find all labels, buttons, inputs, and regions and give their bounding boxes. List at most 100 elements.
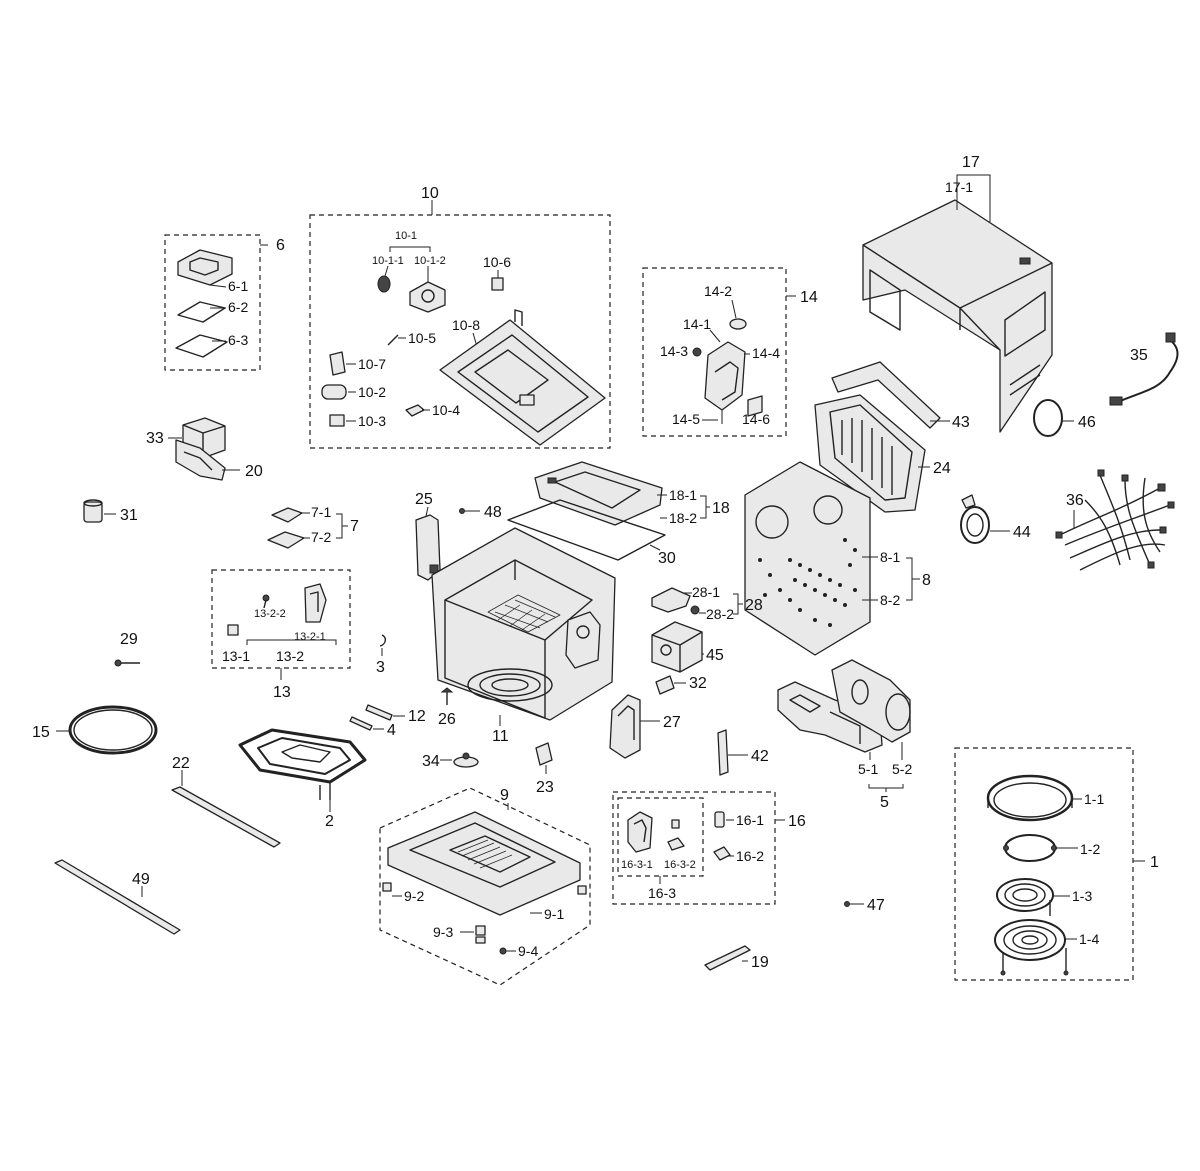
- part-25: [415, 506, 441, 581]
- part-35: [1109, 332, 1179, 406]
- label-10-4: 10-4: [432, 402, 460, 418]
- label-18-2: 18-2: [669, 510, 697, 526]
- part-9-3b: [475, 936, 486, 944]
- group-6: 6 6-1 6-2 6-3: [164, 234, 285, 371]
- part-1-3: [996, 878, 1070, 916]
- label-10-8: 10-8: [452, 317, 480, 333]
- label-14-3: 14-3: [660, 343, 688, 359]
- label-13-2-1: 13-2-1: [294, 631, 326, 643]
- part-19: [704, 945, 751, 971]
- part-6-1: [177, 249, 233, 288]
- part-9-4: [499, 947, 516, 955]
- label-10-5: 10-5: [408, 330, 436, 346]
- label-10-2: 10-2: [358, 384, 386, 400]
- part-11: [431, 527, 616, 726]
- part-16-3-1: [627, 811, 653, 853]
- part-43: [831, 361, 950, 429]
- part-1-2: [1003, 834, 1078, 862]
- label-17-1: 17-1: [945, 179, 973, 195]
- part-20: [175, 439, 240, 481]
- label-3: 3: [376, 659, 385, 676]
- label-6-3: 6-3: [228, 332, 248, 348]
- label-22: 22: [172, 755, 190, 772]
- label-10-1-2: 10-1-2: [414, 255, 446, 267]
- label-28-2: 28-2: [706, 606, 734, 622]
- label-24: 24: [933, 460, 951, 477]
- label-26: 26: [438, 711, 456, 728]
- part-14-3: [692, 347, 702, 357]
- part-22: [171, 770, 281, 848]
- label-16-1: 16-1: [736, 812, 764, 828]
- label-6-2: 6-2: [228, 299, 248, 315]
- part-1-4: [994, 919, 1077, 976]
- part-15: [56, 705, 158, 755]
- label-9-3: 9-3: [433, 924, 453, 940]
- part-13-2-2: [262, 594, 270, 609]
- group-9: 9 9-1 9-2 9-3 9-4: [379, 787, 591, 986]
- label-18-1: 18-1: [669, 487, 697, 503]
- part-9-3: [460, 925, 486, 936]
- part-17: [862, 174, 1053, 433]
- group-13: 13-2-2 13-2-1 13-1 13-2: [211, 569, 351, 680]
- part-10-4: [405, 404, 430, 417]
- label-27: 27: [663, 714, 681, 731]
- label-9: 9: [500, 787, 509, 804]
- label-13: 13: [273, 684, 291, 701]
- label-42: 42: [751, 748, 769, 765]
- label-28-1: 28-1: [692, 584, 720, 600]
- label-9-4: 9-4: [518, 943, 538, 959]
- part-1-1: [986, 774, 1082, 822]
- part-16-1: [714, 811, 734, 828]
- label-14-6: 14-6: [742, 411, 770, 427]
- label-14-5: 14-5: [672, 411, 700, 427]
- label-7-2: 7-2: [311, 529, 331, 545]
- label-47: 47: [867, 897, 885, 914]
- label-10-1: 10-1: [395, 230, 417, 242]
- part-6-3: [175, 334, 228, 358]
- label-4: 4: [387, 722, 396, 739]
- part-9-foot: [577, 885, 587, 895]
- label-8-1: 8-1: [880, 549, 900, 565]
- part-23: [535, 742, 553, 774]
- part-2: [238, 728, 367, 812]
- label-20: 20: [245, 463, 263, 480]
- label-16-3-1: 16-3-1: [621, 859, 653, 871]
- part-9-1: [387, 811, 581, 916]
- part-7: [267, 507, 348, 549]
- part-10-5: [387, 334, 406, 346]
- part-44: [960, 494, 1010, 544]
- label-49: 49: [132, 871, 150, 888]
- label-11: 11: [492, 728, 509, 745]
- part-13-2-1: [304, 583, 327, 623]
- part-5: [777, 659, 911, 792]
- part-28: [651, 587, 743, 615]
- part-4: [349, 716, 384, 731]
- part-6-2: [177, 301, 226, 323]
- label-35: 35: [1130, 347, 1148, 364]
- label-48: 48: [484, 504, 502, 521]
- label-34: 34: [422, 753, 440, 770]
- group-16: 16 16-3-1 16-3-2 16-3 16-1 16-2: [612, 791, 806, 905]
- group-1: 1 1-1 1-2 1-3: [954, 747, 1159, 981]
- part-32: [655, 675, 686, 695]
- part-48: [459, 508, 480, 514]
- part-47: [844, 901, 864, 907]
- label-44: 44: [1013, 524, 1031, 541]
- label-32: 32: [689, 675, 707, 692]
- part-46: [1033, 399, 1074, 437]
- label-46: 46: [1078, 414, 1096, 431]
- label-10-3: 10-3: [358, 413, 386, 429]
- part-12: [365, 704, 405, 721]
- part-16-2: [713, 846, 734, 861]
- part-45: [651, 621, 704, 673]
- label-16: 16: [788, 813, 806, 830]
- label-14-1: 14-1: [683, 316, 711, 332]
- part-13-1: [227, 624, 239, 636]
- label-12: 12: [408, 708, 426, 725]
- label-14-4: 14-4: [752, 345, 780, 361]
- label-8-2: 8-2: [880, 592, 900, 608]
- label-5: 5: [880, 794, 889, 811]
- label-1: 1: [1150, 854, 1159, 871]
- label-23: 23: [536, 779, 554, 796]
- part-10-1-2: [409, 266, 446, 313]
